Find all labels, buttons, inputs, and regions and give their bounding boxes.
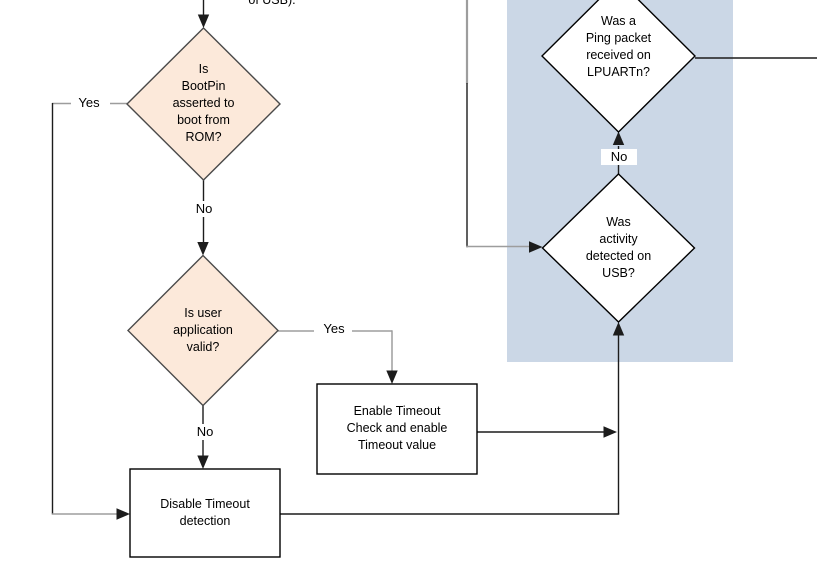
disable-timeout-box — [129, 468, 281, 558]
bootpin-decision-diamond — [126, 27, 281, 181]
usb-decision-diamond — [541, 173, 696, 323]
clipped-top-caption: of USB). — [248, 0, 296, 7]
edge-entry-to-bootpin — [197, 0, 210, 28]
app-valid-no-label: No — [187, 424, 223, 440]
bootpin-yes-label: Yes — [71, 95, 107, 111]
app-valid-decision-diamond — [127, 254, 279, 407]
enable-timeout-box — [316, 383, 478, 475]
edge-left-loop-to-usb — [465, 0, 543, 253]
bootpin-diamond-label: Is BootPin asserted to boot from ROM? — [172, 62, 235, 144]
ping-diamond-label: Was a Ping packet received on LPUARTn? — [585, 14, 652, 79]
edge-enable-to-usb-line — [477, 426, 617, 438]
enable-timeout-box-label: Enable Timeout Check and enable Timeout … — [346, 404, 448, 452]
edge-disable-to-usb — [280, 322, 625, 515]
app-valid-yes-label: Yes — [316, 321, 352, 337]
disable-timeout-box-label: Disable Timeout detection — [160, 497, 250, 528]
ping-no-label: No — [601, 149, 637, 165]
edge-bootpin-no-to-appvalid — [197, 180, 209, 256]
usb-diamond-label: Was activity detected on USB? — [585, 215, 652, 280]
edge-appvalid-yes-to-enable — [278, 330, 398, 384]
bootpin-no-label: No — [186, 201, 222, 217]
edge-bootpin-yes-to-disable — [51, 102, 130, 520]
app-valid-diamond-label: Is user application valid? — [173, 306, 233, 354]
ping-decision-diamond — [541, 0, 696, 133]
